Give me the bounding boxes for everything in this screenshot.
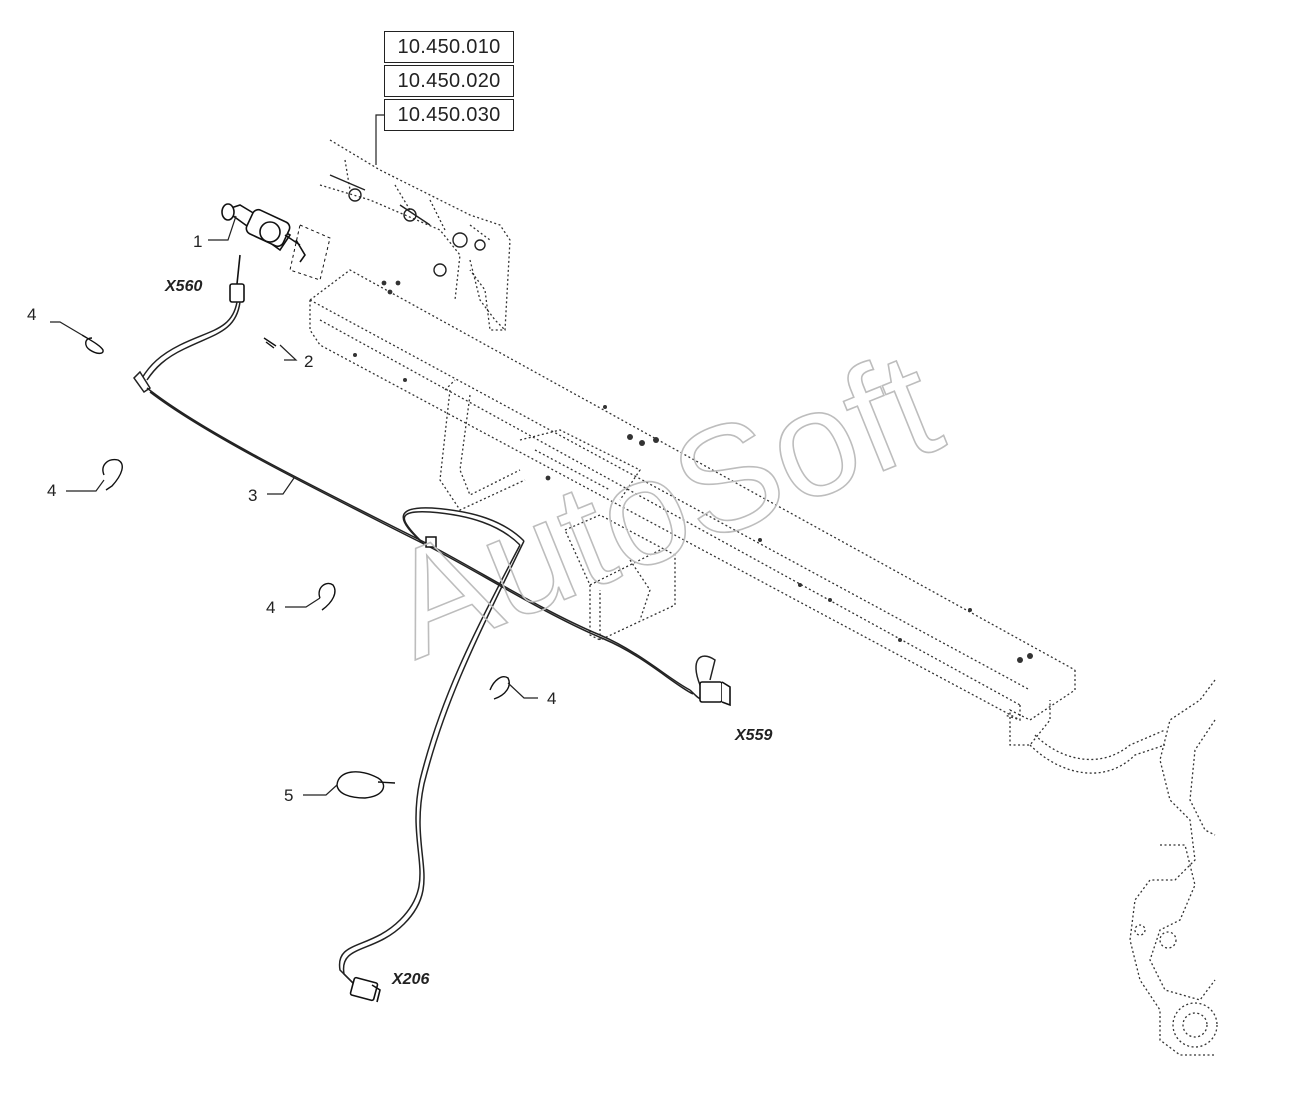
callout-leaders [50,215,538,796]
reference-leader-line [375,114,384,165]
fastener-item-2 [263,337,277,349]
cable-tie-d [489,676,510,700]
callout-3: 3 [248,486,257,505]
beam-fasteners [353,280,1033,663]
callout-4-b: 4 [47,481,56,500]
callout-4-a: 4 [27,305,36,324]
x206-connector [349,976,381,1003]
x560-connector [229,254,245,303]
cable-tie-b [102,458,123,491]
wire-loop-item-5 [336,771,396,799]
frame-beam [309,139,1218,1056]
callout-4-d: 4 [547,689,556,708]
callout-2: 2 [304,352,313,371]
callout-4-c: 4 [266,598,275,617]
reference-box-10-450-030: 10.450.030 [384,99,514,131]
sensor-unit [221,203,331,281]
cable-tie-a [81,334,104,355]
reference-box-10-450-010: 10.450.010 [384,31,514,63]
wire-harness [133,301,716,990]
connector-label-x559: X559 [734,727,772,744]
callout-1: 1 [193,232,202,251]
connector-label-x206: X206 [391,971,429,988]
watermark: AutoSoft [364,318,960,689]
reference-box-10-450-020: 10.450.020 [384,65,514,97]
x559-connector [699,681,731,707]
connector-label-x560: X560 [164,278,202,295]
callout-5: 5 [284,786,293,805]
bracket-fittings [329,174,486,277]
cable-tie-c [318,582,336,611]
